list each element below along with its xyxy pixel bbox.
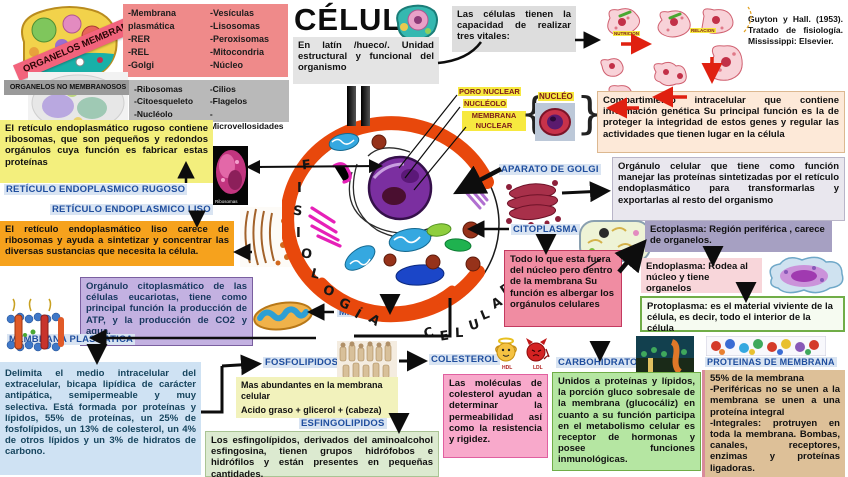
sphingolipids-label: ESFINGOLIPIDOS	[299, 418, 387, 429]
carbohydrates-description-box: Unidos a proteínas y lípidos, la porción…	[552, 372, 701, 471]
bibliographic-reference: Guyton y Hall. (1953). Tratado de fisiol…	[748, 14, 843, 47]
ectoplasma-term: Ectoplasma:	[650, 224, 707, 235]
endoplasma-text: Rodea al núcleo y tiene organelos	[646, 261, 748, 295]
protoplasma-box: Protoplasma: es el material viviente de …	[640, 296, 845, 335]
rer-image-caption: Ribosomas	[215, 199, 238, 204]
lettering-char: L	[454, 325, 464, 342]
lettering-char: F	[301, 157, 312, 174]
membrana-nuclear-label: MEMBRANA NUCLEAR	[462, 111, 526, 131]
stage-label-relacion: RELACION	[690, 28, 716, 33]
list-item: -Lisosomas	[210, 21, 261, 32]
ldl-caption: LDL	[533, 365, 543, 371]
nucleolo-label: NUCLÉOLO	[463, 99, 508, 108]
nucleo-label: NUCLÉO	[538, 92, 574, 101]
membrane-proteins-line: -Periféricas no se unen a la membrana se…	[710, 384, 840, 418]
golgi-image	[506, 180, 561, 228]
list-item: -Flagelos	[209, 96, 248, 107]
mitochondria-image	[253, 301, 313, 331]
rel-label: RETÍCULO ENDOPLASMICO LISO	[50, 204, 213, 215]
plasma-membrane-label: MEMBRANA PLASMATICA	[7, 334, 136, 345]
stage-label-nutricion: NUTRICION	[613, 31, 640, 36]
plasma-membrane-image	[6, 298, 64, 352]
phospholipids-info-box: Mas abundantes en la membrana celular Ac…	[236, 377, 398, 418]
membrane-proteins-label: PROTEINAS DE MEMBRANA	[705, 357, 837, 367]
list-item: -Microvellosidades	[209, 108, 284, 131]
sphingolipids-description-box: Los esfingolípidos, derivados del aminoa…	[205, 431, 439, 477]
phospholipids-line1: Mas abundantes en la membrana celular	[241, 380, 383, 401]
rer-description-box: El retículo endoplasmático rugoso contie…	[0, 120, 213, 183]
list-item: -Cilios	[209, 84, 236, 94]
hdl-caption: HDL	[502, 365, 513, 371]
phospholipid-bilayer-image	[337, 341, 397, 381]
carbohydrates-label: CARBOHIDRATOS	[556, 357, 647, 368]
phospholipids-line2: Acido graso + glicerol + (cabeza)	[241, 405, 382, 416]
rer-label: RETÍCULO ENDOPLASMICO RUGOSO	[4, 184, 188, 195]
glycocalyx-image	[636, 336, 694, 376]
plasma-membrane-description-box: Delimita el medio intracelular del extra…	[0, 362, 201, 475]
vital-functions-box: Las células tienen la capacidad de reali…	[452, 6, 576, 52]
protoplasma-text: es el material viviente de la célula, es…	[647, 301, 833, 335]
hdl-icon	[495, 337, 517, 362]
pause-bars-graphic	[361, 86, 370, 126]
poro-nuclear-label: PORO NUCLEAR	[458, 87, 521, 96]
rer-image: Ribosomas	[213, 146, 248, 205]
membrane-proteins-description-box: 55% de la membrana -Periféricas no se un…	[702, 370, 845, 477]
central-cell-drawing	[282, 116, 500, 323]
ectoplasm-amoeba-image	[769, 256, 844, 294]
lettering-char: O	[300, 246, 313, 263]
rel-description-box: El retículo endoplasmático liso carece d…	[0, 221, 234, 266]
pause-bars-graphic	[347, 86, 356, 126]
cytoplasm-label: CITOPLASMA	[511, 224, 580, 235]
membranous-list-box: -Membrana plasmática -RER -REL -Golgi -V…	[123, 4, 288, 77]
list-item: -Núcleo	[210, 60, 244, 71]
list-item: -Membrana plasmática	[128, 8, 177, 32]
golgi-description-box: Orgánulo celular que tiene como función …	[612, 157, 845, 221]
non-membranous-banner: ORGANELOS NO MEMBRANOSOS	[4, 80, 132, 95]
lettering-char: S	[292, 203, 304, 220]
endoplasma-box: Endoplasma: Rodea al núcleo y tiene orga…	[641, 258, 762, 295]
lettering-char: I	[297, 181, 302, 196]
membrane-proteins-line: 55% de la membrana	[710, 373, 804, 384]
lettering-char: I	[296, 226, 301, 241]
golgi-label: APARATO DE GOLGI	[499, 164, 601, 175]
list-item: -Mitocondria	[210, 47, 264, 58]
cytoplasm-description-box: Todo lo que esta fuera del núcleo pero d…	[504, 250, 622, 327]
list-item: -Ribosomas	[134, 84, 183, 94]
nucleus-image	[535, 103, 575, 141]
list-item: -Vesículas	[210, 8, 255, 18]
lettering-char: E	[438, 328, 450, 345]
endoplasma-term: Endoplasma:	[646, 261, 706, 272]
list-item: -REL	[128, 47, 149, 58]
list-item: -Citoesqueleto	[134, 96, 194, 107]
list-item: -Peroxisomas	[210, 34, 270, 45]
membrane-proteins-image	[706, 336, 826, 356]
list-item: -Nucléolo	[134, 108, 173, 119]
membrane-proteins-line: -Integrales: protruyen en toda la membra…	[710, 417, 840, 474]
ectoplasma-text: Región periférica , carece de organelos.	[650, 224, 825, 247]
definition-box: En latín /hueco/. Unidad estructural y f…	[293, 37, 439, 84]
protoplasma-term: Protoplasma:	[647, 301, 708, 312]
ectoplasma-box: Ectoplasma: Región periférica , carece d…	[645, 221, 832, 252]
list-item: -RER	[128, 34, 150, 45]
cholesterol-description-box: Las moléculas de colesterol ayudan a det…	[443, 374, 548, 458]
non-membranous-list-box: -Ribosomas -Citoesqueleto -Nucléolo -Cil…	[129, 80, 289, 131]
list-item: -Golgi	[128, 60, 154, 71]
cholesterol-label: COLESTEROL	[429, 354, 500, 365]
nucleus-description-box: Compartimiento intracelular que contiene…	[597, 91, 845, 153]
phospholipids-label: FOSFOLIPIDOS	[263, 357, 341, 368]
ldl-icon	[526, 338, 550, 362]
title-cell-icon	[396, 4, 438, 41]
